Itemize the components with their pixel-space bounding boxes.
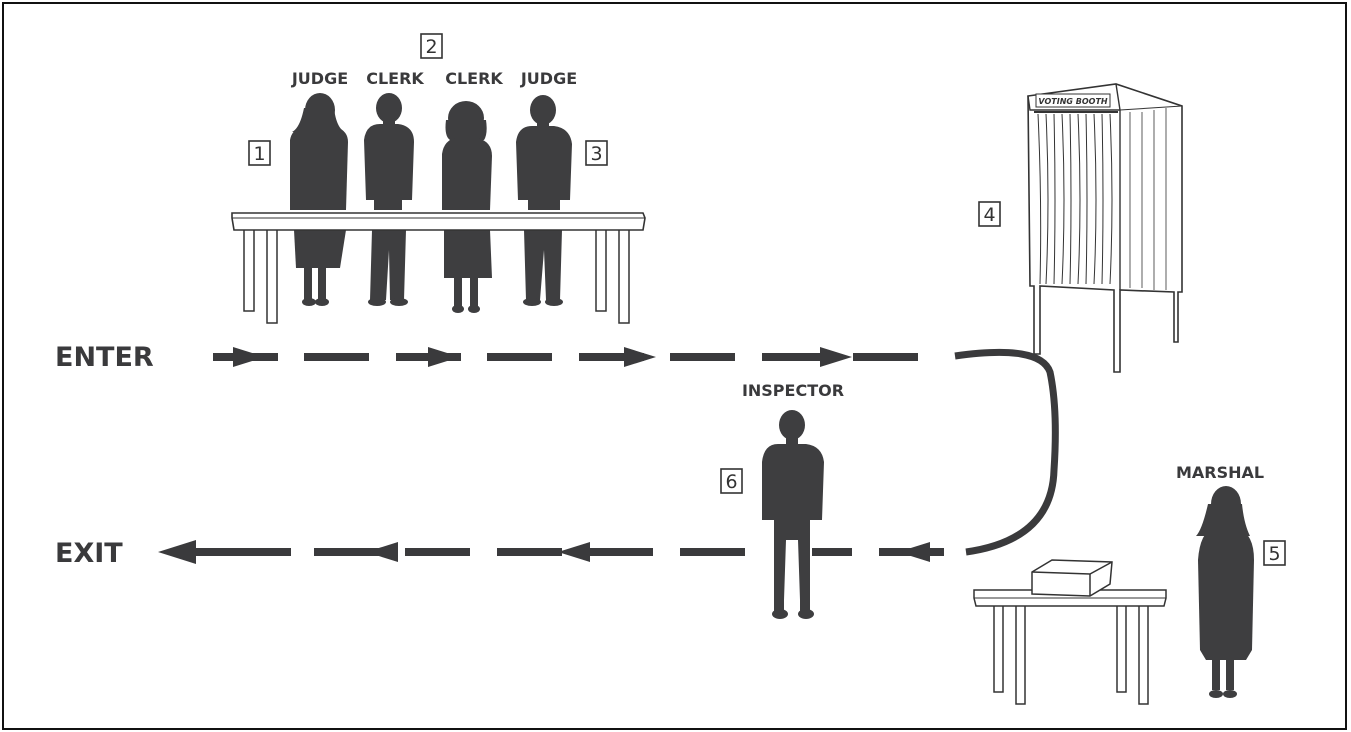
svg-text:6: 6 [725, 471, 737, 493]
judge-3-silhouette [516, 95, 572, 306]
svg-text:3: 3 [590, 143, 602, 165]
station-number-4: 4 [978, 201, 1001, 227]
svg-text:1: 1 [253, 143, 265, 165]
enter-label: ENTER [55, 342, 154, 373]
voting-booth [1027, 83, 1183, 373]
check-in-officials [290, 93, 572, 313]
exit-arrowheads [158, 540, 930, 564]
station-number-1: 1 [248, 140, 271, 166]
enter-arrowheads [233, 347, 852, 367]
ballot-box-table [973, 589, 1167, 705]
clerk-2-silhouette [442, 101, 492, 313]
station-number-5: 5 [1263, 540, 1286, 566]
marshal-label: MARSHAL [1176, 463, 1264, 482]
exit-label: EXIT [55, 538, 123, 569]
station-number-6: 6 [720, 468, 743, 494]
voting-booth-sign: VOTING BOOTH [1038, 97, 1107, 106]
clerk-2-label: CLERK [445, 69, 503, 88]
marshal-silhouette [1196, 486, 1254, 698]
station-number-3: 3 [585, 140, 608, 166]
clerk-1-label: CLERK [366, 69, 424, 88]
judge-1-label: JUDGE [291, 69, 348, 88]
svg-text:5: 5 [1268, 543, 1280, 565]
check-in-table [243, 227, 630, 324]
svg-text:4: 4 [983, 204, 995, 226]
check-in-table-top [231, 212, 646, 231]
station-number-2: 2 [420, 33, 443, 59]
inspector-label: INSPECTOR [742, 381, 844, 400]
ballot-box [1031, 559, 1113, 597]
inspector-silhouette [762, 410, 824, 619]
judge-1-silhouette [290, 93, 348, 306]
official-labels: JUDGE CLERK CLERK JUDGE [291, 69, 577, 88]
flow-path [158, 347, 1059, 564]
clerk-1-silhouette [364, 93, 414, 306]
svg-text:2: 2 [425, 36, 437, 58]
judge-3-label: JUDGE [520, 69, 577, 88]
